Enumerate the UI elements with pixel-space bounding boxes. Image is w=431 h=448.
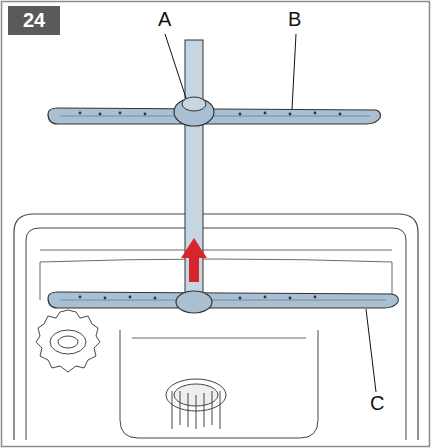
part-letter: A: [158, 8, 171, 31]
figure-number-box: 24: [8, 6, 60, 35]
part-letter: B: [288, 8, 301, 31]
figure-number: 24: [23, 9, 45, 32]
part-letter: C: [370, 392, 384, 415]
